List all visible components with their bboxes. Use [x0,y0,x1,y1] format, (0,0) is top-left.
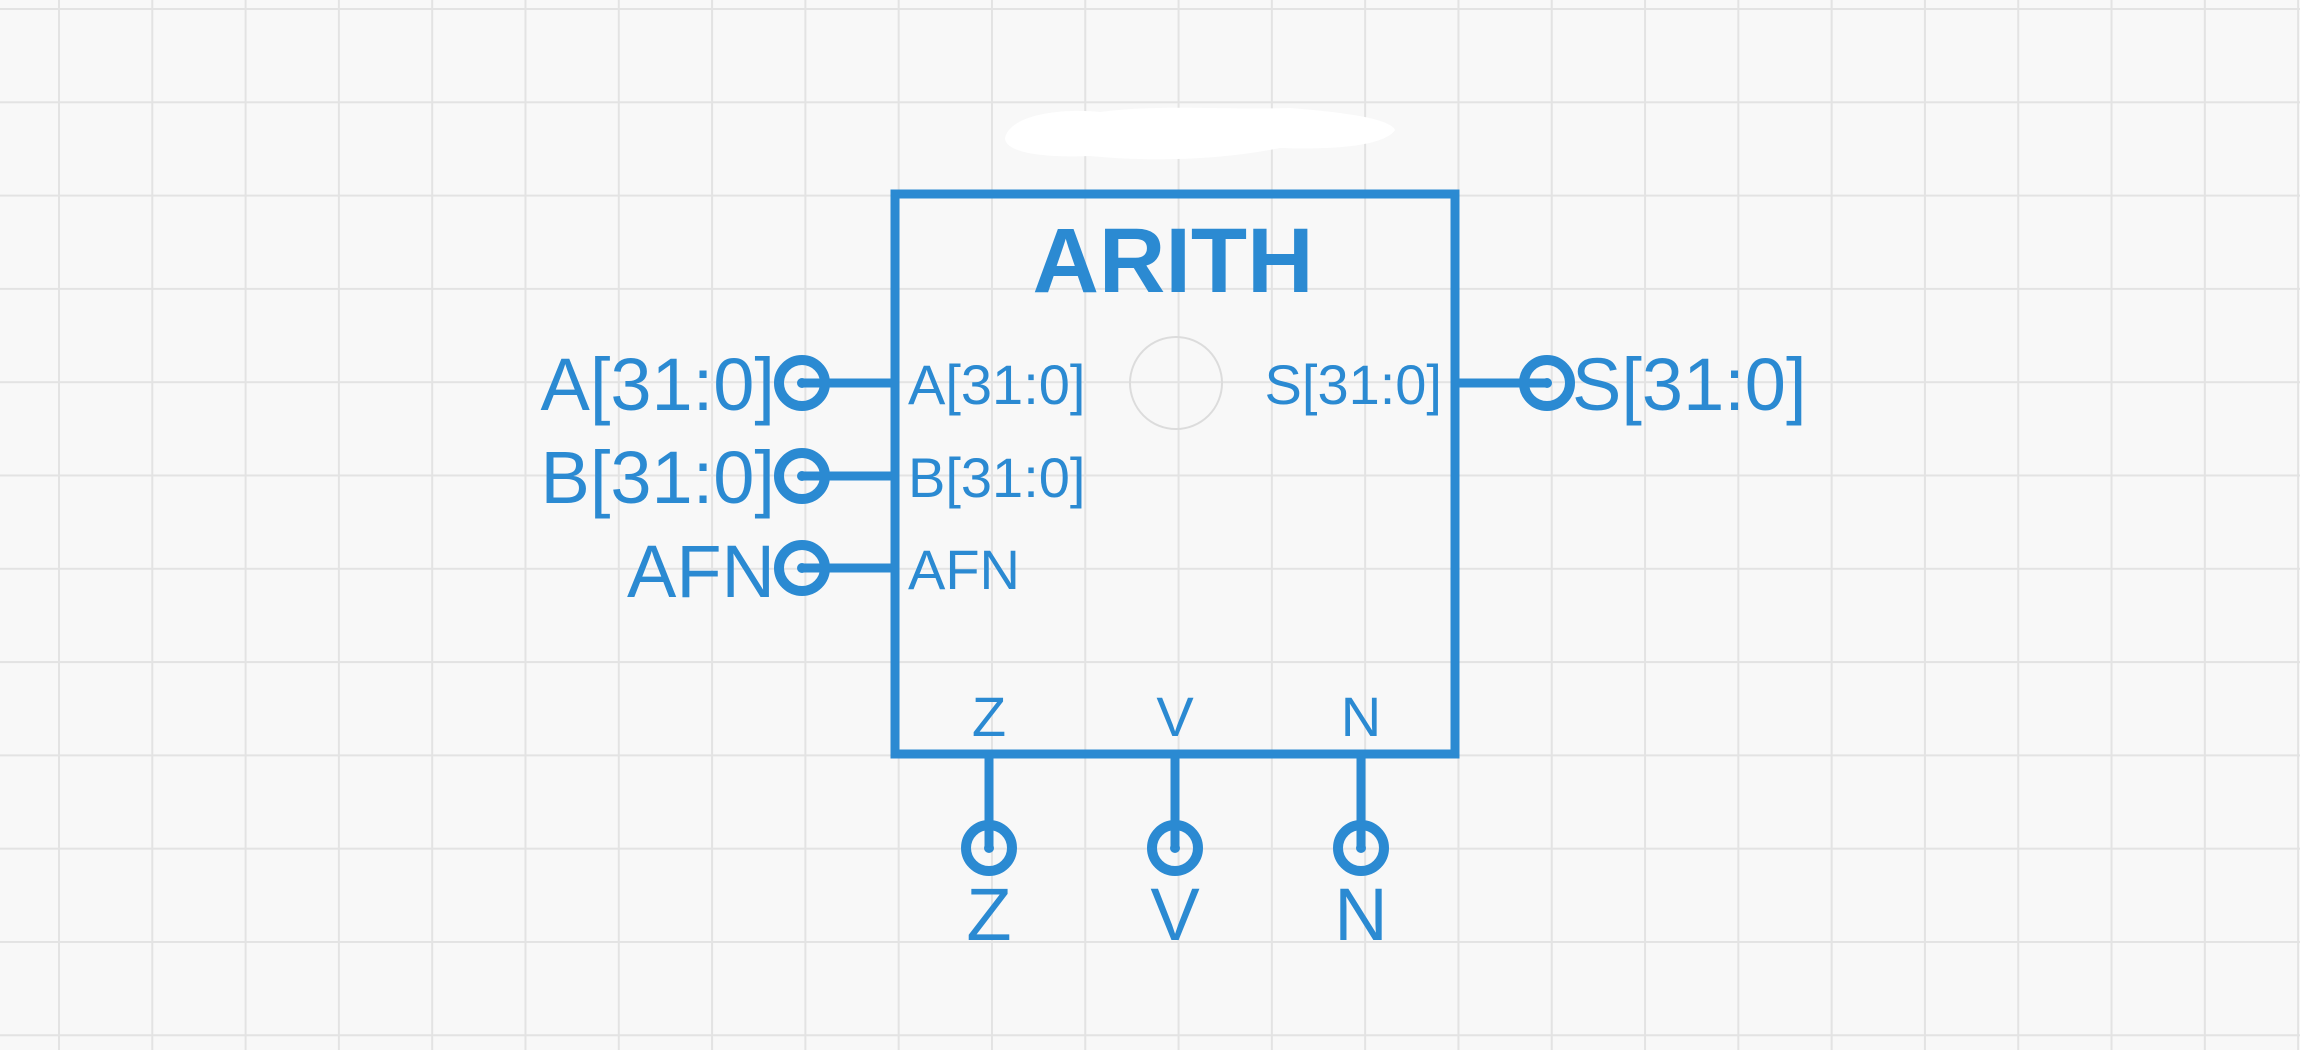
port-dot-n [1356,843,1366,853]
output-port-z[interactable]: Z Z [961,685,1017,956]
internal-label-n: N [1341,685,1381,748]
port-terminal-z[interactable] [961,820,1017,876]
port-terminal-v[interactable] [1147,820,1203,876]
internal-label-s: S[31:0] [1265,353,1442,416]
external-label-s: S[31:0] [1572,343,1807,426]
output-port-v[interactable]: V V [1147,685,1203,956]
center-marker [1129,336,1223,430]
port-dot-b [797,471,807,481]
port-terminal-b[interactable] [774,448,830,504]
input-port-a[interactable]: A[31:0] A[31:0] [540,343,1085,426]
internal-label-afn: AFN [908,538,1020,601]
port-terminal-afn[interactable] [774,540,830,596]
port-terminal-n[interactable] [1333,820,1389,876]
port-terminal-a[interactable] [774,355,830,411]
output-port-n[interactable]: N N [1333,685,1389,956]
external-label-v: V [1150,873,1200,956]
port-dot-s [1542,378,1552,388]
port-dot-a [797,378,807,388]
port-dot-z [984,843,994,853]
internal-label-v: V [1156,685,1194,748]
internal-label-z: Z [972,685,1006,748]
external-label-z: Z [966,873,1011,956]
input-port-b[interactable]: B[31:0] B[31:0] [540,436,1085,519]
external-label-a: A[31:0] [540,343,775,426]
output-port-s[interactable]: S[31:0] S[31:0] [1265,343,1807,426]
external-label-afn: AFN [627,530,775,613]
internal-label-b: B[31:0] [908,446,1085,509]
port-dot-afn [797,563,807,573]
external-label-n: N [1334,873,1387,956]
module-title: ARITH [1032,210,1313,312]
port-terminal-s[interactable] [1519,355,1575,411]
redaction-mark [1005,107,1395,160]
internal-label-a: A[31:0] [908,353,1085,416]
input-port-afn[interactable]: AFN AFN [627,530,1020,613]
external-label-b: B[31:0] [540,436,775,519]
port-dot-v [1170,843,1180,853]
